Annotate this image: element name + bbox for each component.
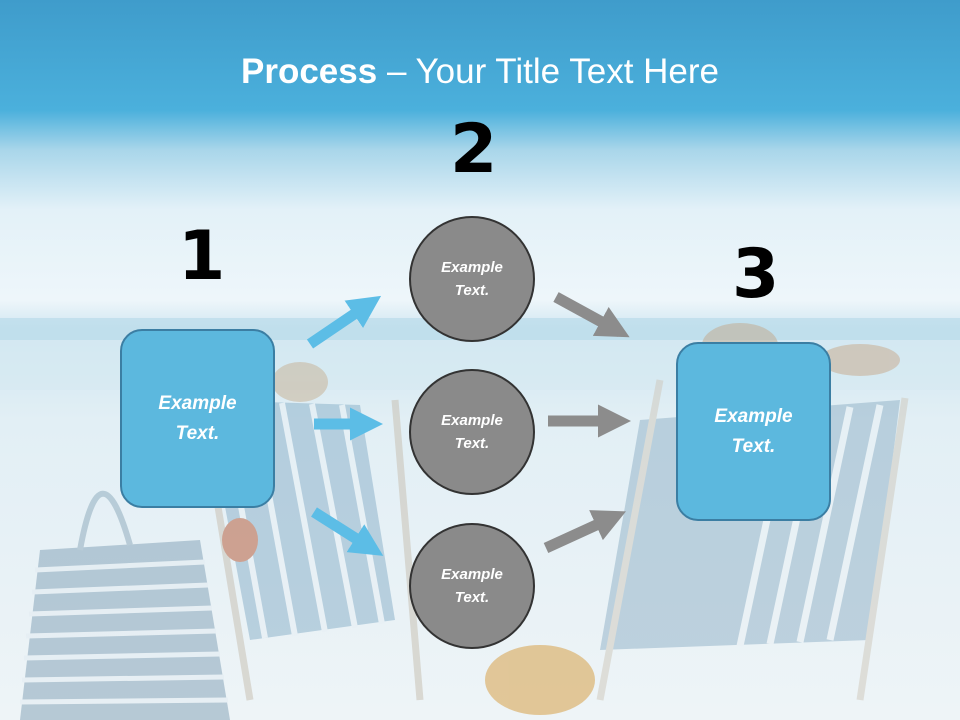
step-1-text-line2: Text. <box>175 422 220 444</box>
step-number-1: 1 <box>178 217 226 296</box>
slide-title: Process – Your Title Text Here <box>0 52 960 92</box>
step-3-text-line1: Example <box>714 406 793 428</box>
circle-middle-text-line1: Example <box>441 411 503 429</box>
arrow-blue-up <box>306 295 382 349</box>
circle-top-text-line1: Example <box>441 258 503 276</box>
circle-top-text-line2: Text. <box>454 282 490 299</box>
step-3-text-line2: Text. <box>731 435 776 457</box>
title-bold: Process <box>241 52 378 91</box>
arrow-gray-up <box>543 510 627 554</box>
arrow-blue-down <box>311 507 384 556</box>
step-number-2: 2 <box>450 110 498 189</box>
step-1-text-line1: Example <box>158 393 237 415</box>
step-number-3: 3 <box>732 235 780 314</box>
arrow-gray-down <box>553 292 630 338</box>
circle-middle-text-line2: Text. <box>454 435 490 452</box>
title-rest: – Your Title Text Here <box>377 52 719 91</box>
circle-bottom-text-line2: Text. <box>454 589 490 606</box>
circle-bottom-text-line1: Example <box>441 565 503 583</box>
